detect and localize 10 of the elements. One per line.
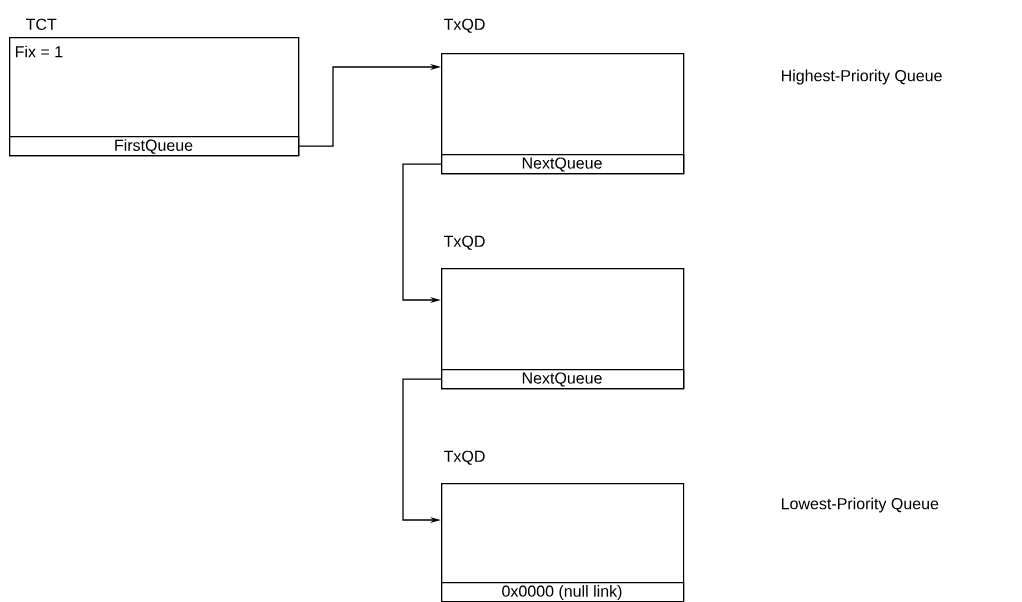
field-box: FirstQueue bbox=[9, 136, 300, 157]
node-label: TxQD bbox=[444, 18, 485, 33]
node-label: TxQD bbox=[444, 450, 485, 465]
node-label: TxQD bbox=[444, 235, 485, 250]
queue-label: Highest-Priority Queue bbox=[782, 69, 942, 85]
field-box: NextQueue bbox=[441, 154, 685, 175]
field-box: NextQueue bbox=[441, 369, 685, 390]
node-label: TCT bbox=[26, 18, 57, 30]
field-box: 0x0000 (null link) bbox=[441, 582, 685, 602]
queue-label: Lowest-Priority Queue bbox=[782, 497, 939, 513]
